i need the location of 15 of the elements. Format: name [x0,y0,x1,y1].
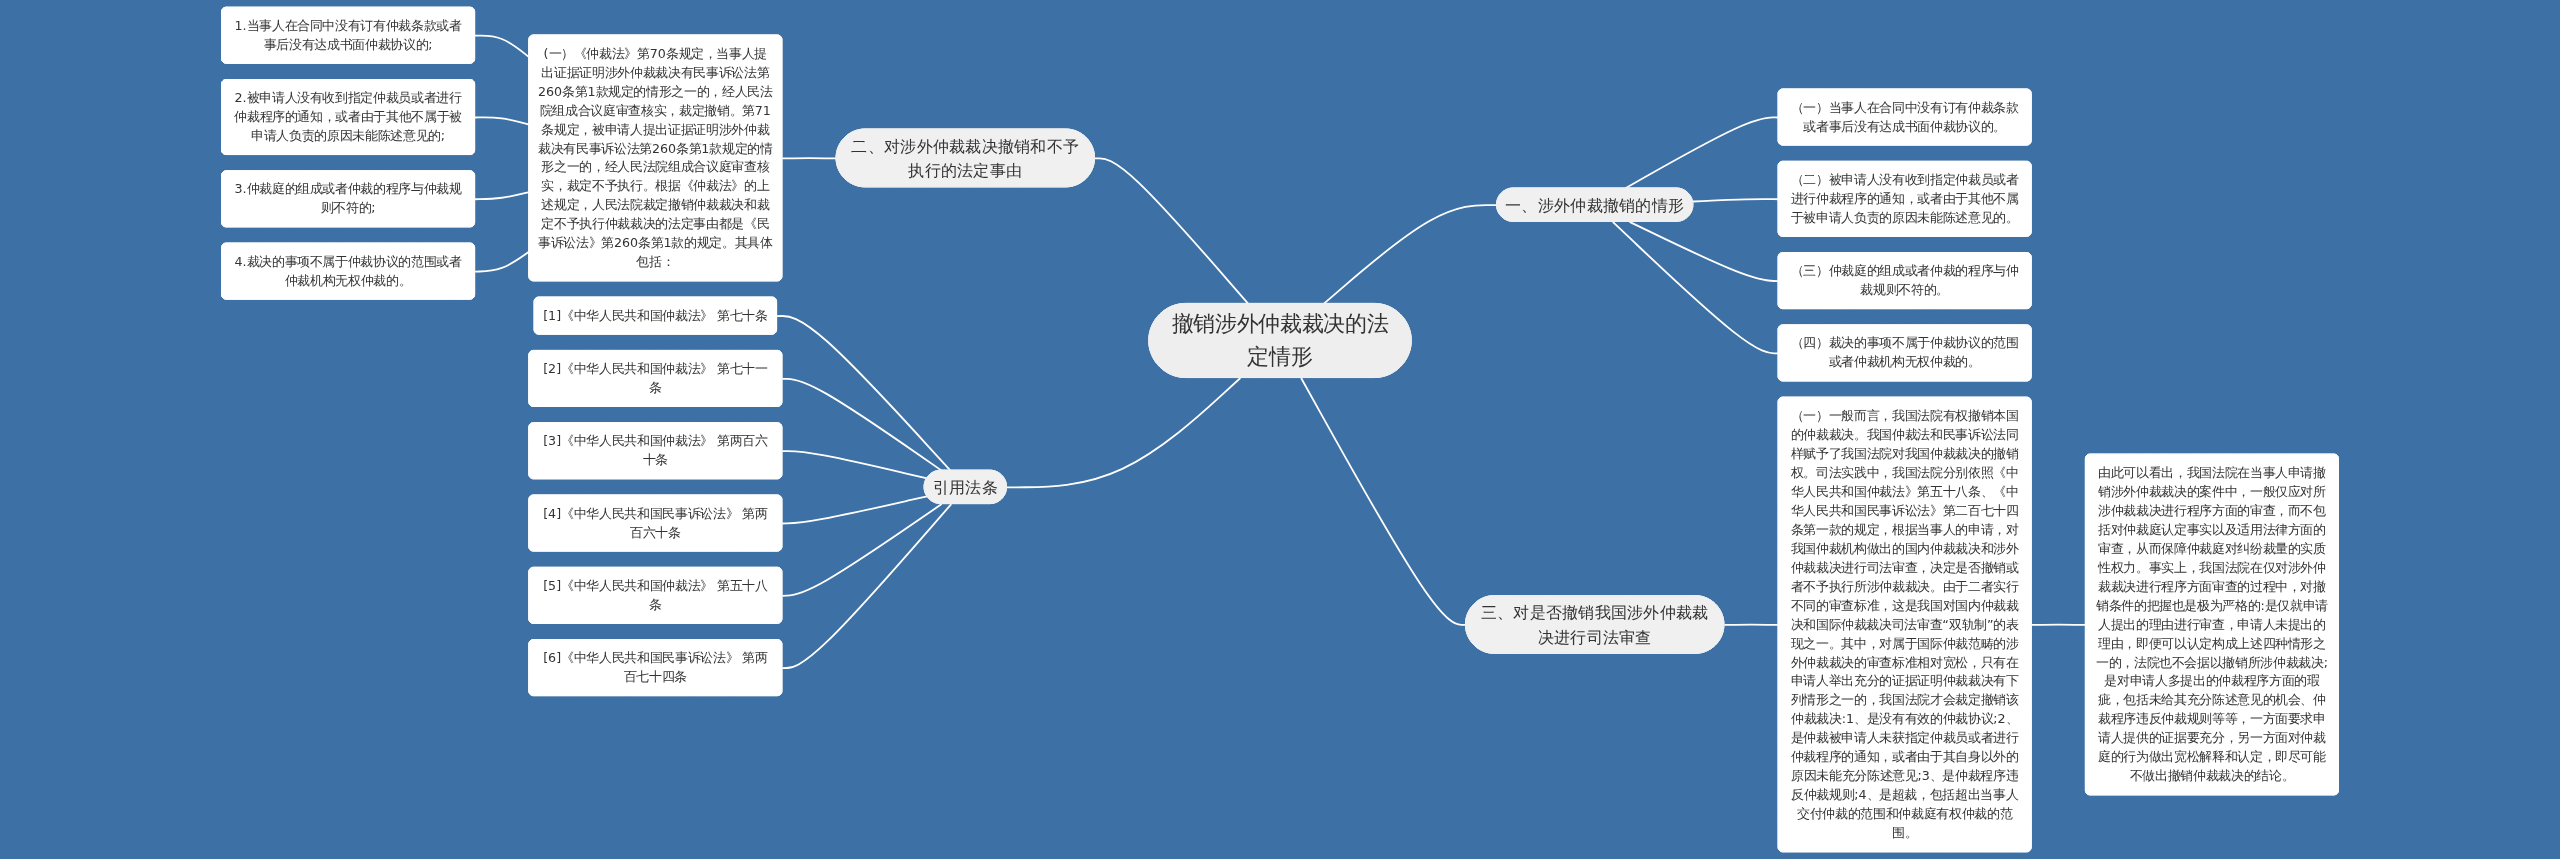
connector [781,495,929,525]
connector [781,377,943,472]
connector [1692,198,1780,203]
connector [1094,157,1250,305]
connector [1300,377,1467,626]
connector [776,315,952,472]
connector [1723,623,1780,626]
connector [2030,623,2087,626]
connector [1611,220,1780,355]
connector [1006,377,1242,489]
connector [781,503,943,597]
connector [781,157,838,160]
connector [1322,204,1498,305]
connector [1628,220,1780,282]
connector [781,503,953,669]
